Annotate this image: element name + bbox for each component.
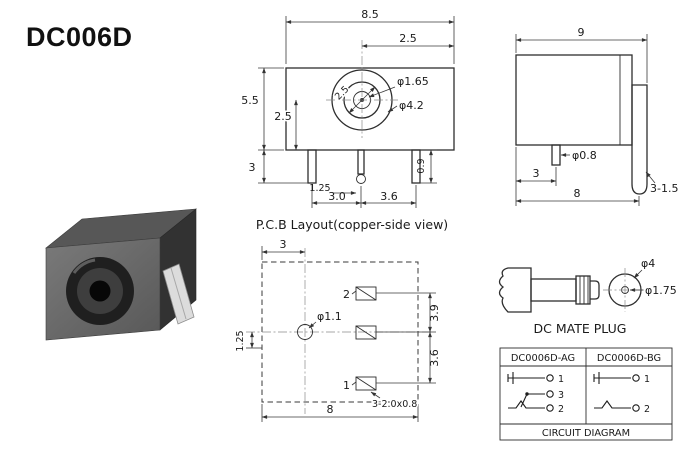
dim-pcb-span-top: 3.9	[428, 304, 441, 322]
circuit-ag-pin-2: 2	[558, 404, 564, 415]
circuit-ag-pin-1: 1	[558, 374, 564, 385]
mate-plug: φ4 φ1.75 DC MATE PLUG	[498, 257, 677, 336]
circuit-symbol-ag	[507, 372, 554, 412]
dim-pcb-hole-x: 3	[280, 238, 287, 251]
dia-center-pin-label: φ1.65	[397, 75, 429, 88]
plug-side-outline	[498, 267, 600, 313]
dim-front-width: 8.5	[361, 8, 379, 21]
circuit-variant-b-header: DC0006D-BG	[597, 353, 661, 364]
circuit-variant-a-header: DC0006D-AG	[511, 353, 575, 364]
plug-dimensions	[629, 269, 643, 292]
dim-pcb-slots: 3-2.0x0.8	[372, 399, 417, 410]
dim-front-pin-offset: 0.9	[416, 158, 427, 173]
dim-front-center-bottom: 2.5	[274, 110, 292, 123]
dia-plug-outer-label: φ4	[641, 257, 655, 270]
dim-pcb-length: 8	[327, 403, 334, 416]
circuit-table: DC0006D-AG DC0006D-BG CIRCUIT DIAGRAM 1 …	[499, 347, 673, 441]
dim-pcb-offset: 1.25	[235, 330, 246, 351]
photo-barrel-hole	[89, 280, 111, 302]
side-view-dimensions	[515, 34, 656, 206]
dim-side-length: 8	[574, 187, 581, 200]
component-photo	[45, 208, 197, 341]
dim-front-pin-length: 3	[249, 161, 256, 174]
pcb-dimensions	[246, 246, 436, 422]
circuit-ag-pin-3: 3	[558, 390, 564, 401]
dia-plug-inner-label: φ1.75	[645, 284, 677, 297]
pcb-center-hole	[297, 324, 313, 340]
front-view-dimensions	[258, 16, 455, 208]
dia-barrel-label: φ4.2	[399, 99, 424, 112]
dim-pcb-span-bottom: 3.6	[428, 349, 441, 367]
circuit-bg-pin-2: 2	[644, 404, 650, 415]
front-view: 8.5 2.5 5.5 2.5 3 φ1.65 φ4.2 2.5 0.9 1.2…	[241, 8, 455, 208]
dim-front-pitch-right: 3.6	[380, 190, 398, 203]
dim-front-pin-width: 1.25	[309, 183, 330, 194]
pcb-pad-2-label: 2	[343, 288, 350, 301]
dim-side-width: 9	[578, 26, 585, 39]
circuit-bg-pin-1: 1	[644, 374, 650, 385]
page-title: DC006D	[26, 22, 133, 52]
dia-pcb-hole-label: φ1.1	[317, 310, 342, 323]
dim-front-pitch-left: 3.0	[328, 190, 346, 203]
dim-side-lugs: 3-1.5	[650, 182, 678, 195]
pcb-caption: P.C.B Layout(copper-side view)	[256, 217, 448, 232]
side-latch-lug	[631, 84, 648, 195]
plug-caption: DC MATE PLUG	[534, 321, 627, 336]
pcb-layout: P.C.B Layout(copper-side view)	[235, 217, 448, 422]
side-view-outline	[515, 54, 648, 195]
circuit-caption: CIRCUIT DIAGRAM	[542, 428, 630, 439]
pcb-pads	[355, 286, 377, 391]
circuit-symbol-bg	[593, 372, 640, 412]
dim-front-center-right: 2.5	[399, 32, 417, 45]
pcb-pad-1-label: 1	[343, 379, 350, 392]
photo-highlight	[72, 258, 96, 274]
dim-side-pin-inset: 3	[533, 167, 540, 180]
dim-front-height: 5.5	[241, 94, 259, 107]
photo-pin-shade	[170, 267, 187, 320]
front-view-outline	[285, 40, 455, 184]
side-view: 9 φ0.8 3 8 3-1.5	[515, 26, 678, 206]
dia-side-pin-label: φ0.8	[572, 149, 597, 162]
